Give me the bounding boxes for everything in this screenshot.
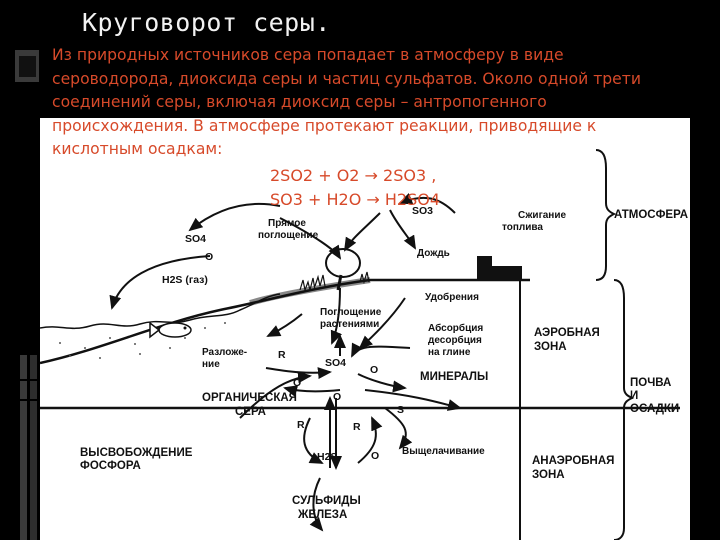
leaching-label: Выщелачивание bbox=[402, 446, 485, 457]
fuel-burning-label: Сжигание топлива bbox=[502, 210, 569, 233]
body-line: Из природных источников сера попадает в … bbox=[52, 46, 564, 64]
so4-mid-label: SO4 bbox=[325, 357, 346, 369]
body-line: кислотным осадкам: bbox=[52, 140, 223, 158]
anaerobic-zone-label: АНАЭРОБНАЯ ЗОНА bbox=[532, 455, 618, 481]
o-left-label: O bbox=[293, 377, 301, 389]
fertilizers-label: Удобрения bbox=[425, 291, 479, 303]
minerals-label: МИНЕРАЛЫ bbox=[420, 371, 488, 383]
factory-icon bbox=[477, 256, 522, 280]
body-line: происхождения. В атмосфере протекают реа… bbox=[52, 116, 597, 135]
organic-sulfur-label: ОРГАНИЧЕСКАЯ СЕРА bbox=[202, 392, 300, 418]
soil-label: ПОЧВА И ОСАДКИ bbox=[630, 377, 679, 415]
r-label-3: R bbox=[353, 421, 361, 433]
phosphorus-release-label: ВЫСВОБОЖДЕНИЕ ФОСФОРА bbox=[80, 447, 196, 472]
grass bbox=[299, 271, 370, 293]
h2s-bottom-label: H2S bbox=[317, 451, 337, 463]
iron-sulfides-label: СУЛЬФИДЫ ЖЕЛЕЗА bbox=[292, 495, 364, 521]
brace-soil bbox=[613, 279, 635, 540]
o-top-label: O bbox=[205, 251, 213, 263]
rain-label: Дождь bbox=[417, 248, 450, 259]
sulfur-cycle-diagram: SO3 Прямое поглощение Сжигание топлива А… bbox=[40, 118, 690, 540]
o-mid-label: O bbox=[370, 364, 378, 376]
water-surface bbox=[40, 293, 281, 330]
body-text: Из природных источников сера попадает в … bbox=[52, 44, 692, 162]
so4-top-label: SO4 bbox=[185, 233, 206, 245]
absorption-desorption-label: Абсорбция десорбция на глине bbox=[428, 322, 486, 358]
body-line: сероводорода, диоксида серы и частиц сул… bbox=[52, 69, 641, 88]
brace-atmosphere bbox=[595, 149, 617, 281]
body-line: соединений серы, включая диоксид серы – … bbox=[52, 93, 547, 111]
direct-absorption-label: Прямое поглощение bbox=[258, 218, 319, 241]
water-dots bbox=[59, 322, 226, 359]
slide-decoration bbox=[15, 50, 39, 540]
equation-1: 2SO2 + O2 → 2SO3 , bbox=[270, 166, 437, 185]
aerobic-zone-label: АЭРОБНАЯ ЗОНА bbox=[534, 327, 603, 353]
s-label: S bbox=[397, 404, 404, 416]
fish-icon bbox=[149, 321, 192, 339]
r-label-2: R bbox=[297, 419, 305, 431]
atmosphere-label: АТМОСФЕРА bbox=[614, 209, 688, 221]
o-bottom-label: O bbox=[371, 450, 379, 462]
o-center-label: O bbox=[333, 391, 341, 403]
so3-label: SO3 bbox=[412, 205, 433, 217]
h2s-gas-label: H2S (газ) bbox=[162, 274, 208, 286]
equation-2: SO3 + H2O → H2SO4 bbox=[270, 190, 441, 209]
r-label-1: R bbox=[278, 349, 286, 361]
slide-title: Круговорот серы. bbox=[82, 8, 331, 37]
decomposition-label: Разложе- ние bbox=[202, 347, 250, 370]
plant-uptake-label: Поглощение растениями bbox=[320, 307, 384, 330]
